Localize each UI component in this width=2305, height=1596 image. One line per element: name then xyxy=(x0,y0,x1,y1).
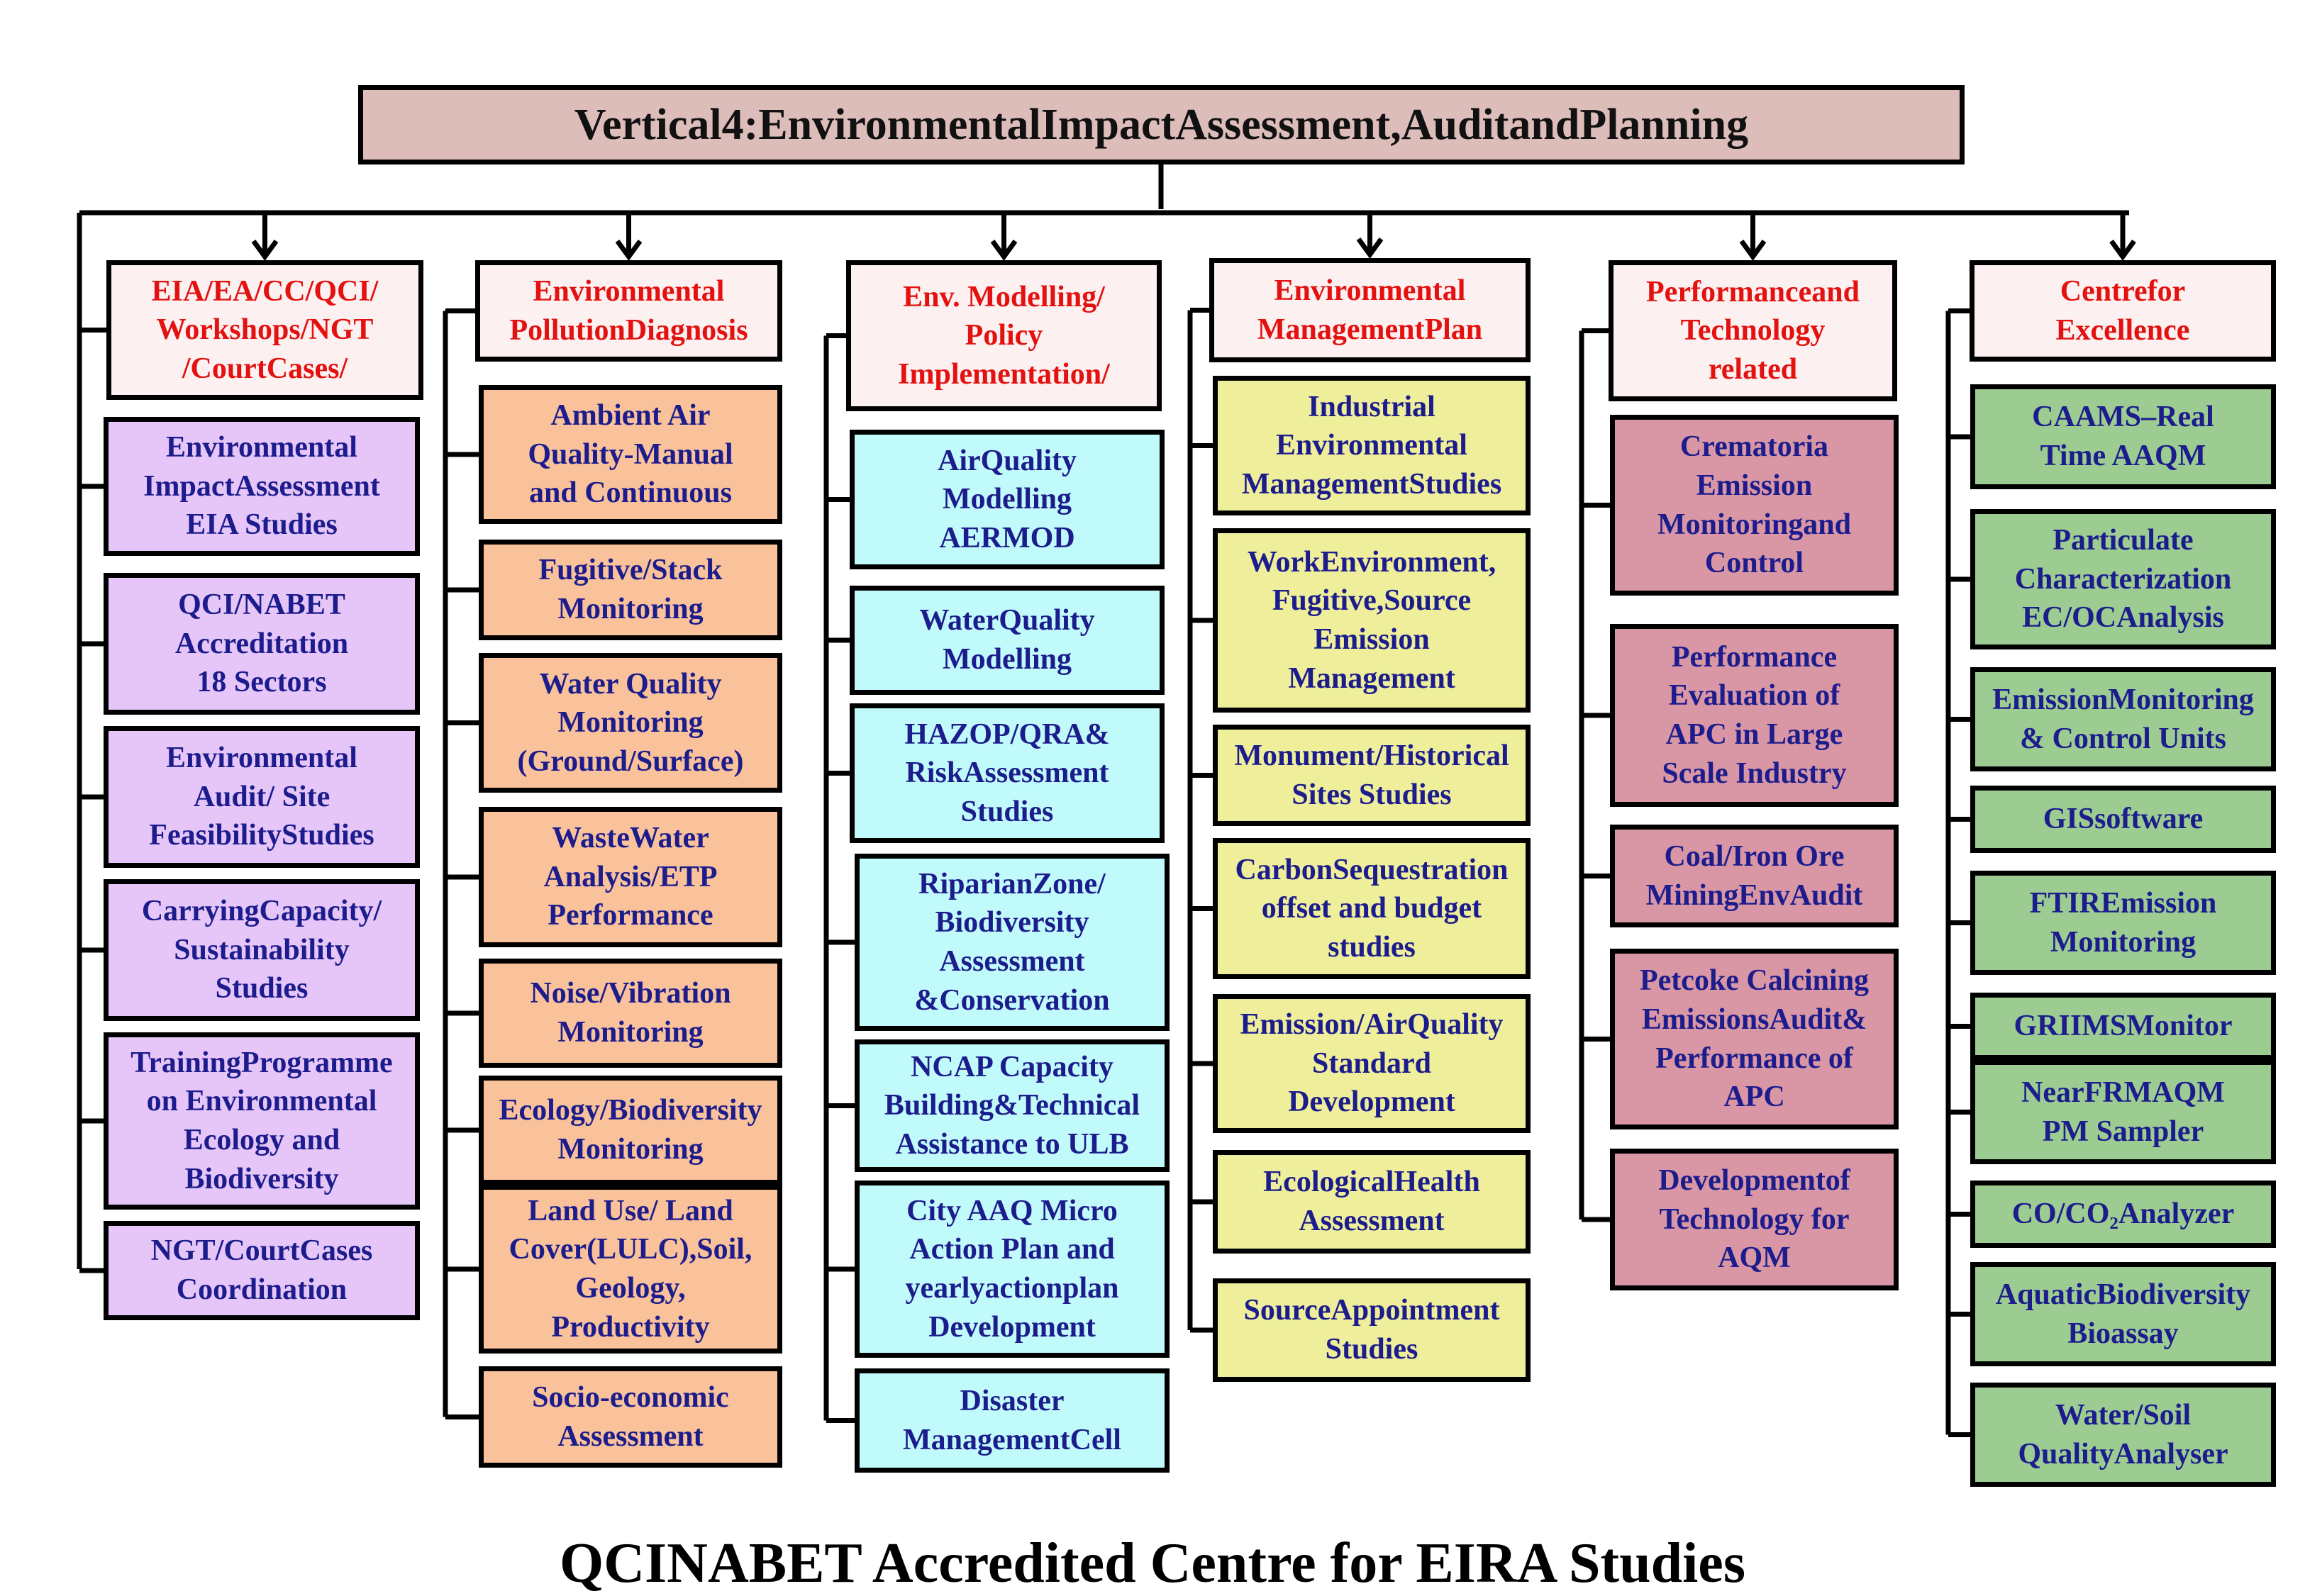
column-item: GISsoftware xyxy=(1970,786,2276,853)
column-item: Socio-economic Assessment xyxy=(479,1366,782,1468)
branch-arrow-icon xyxy=(615,239,643,261)
column-item: Petcoke Calcining EmissionsAudit& Perfor… xyxy=(1610,949,1899,1129)
branch-arrow-icon xyxy=(251,239,279,261)
column-item: CarbonSequestration offset and budget st… xyxy=(1213,838,1531,979)
column-header: Environmental ManagementPlan xyxy=(1209,258,1531,362)
column-item: TrainingProgramme on Environmental Ecolo… xyxy=(104,1032,420,1210)
column-item: NearFRMAQM PM Sampler xyxy=(1970,1060,2276,1164)
column-item: Ecology/Biodiversity Monitoring xyxy=(479,1076,782,1185)
footer-caption: QCINABET Accredited Centre for EIRA Stud… xyxy=(560,1532,1745,1595)
column-item: WorkEnvironment, Fugitive,Source Emissio… xyxy=(1213,528,1531,713)
column-item: FTIREmission Monitoring xyxy=(1970,871,2276,975)
column-item: SourceAppointment Studies xyxy=(1213,1278,1531,1382)
column-header: Environmental PollutionDiagnosis xyxy=(475,260,782,362)
column-item: HAZOP/QRA& RiskAssessment Studies xyxy=(850,703,1165,843)
column-item: Ambient Air Quality-Manual and Continuou… xyxy=(479,385,782,524)
column-item: EmissionMonitoring & Control Units xyxy=(1970,667,2276,771)
column-item: Disaster ManagementCell xyxy=(855,1368,1170,1473)
branch-arrow-icon xyxy=(1739,239,1767,261)
column-item: Emission/AirQuality Standard Development xyxy=(1213,994,1531,1133)
column-item: Noise/Vibration Monitoring xyxy=(479,959,782,1068)
column-item: RiparianZone/ Biodiversity Assessment &C… xyxy=(855,854,1170,1031)
column-item: AirQuality Modelling AERMOD xyxy=(850,430,1165,569)
column-item: GRIIMSMonitor xyxy=(1970,993,2276,1060)
column-item: Environmental ImpactAssessment EIA Studi… xyxy=(104,417,420,556)
column-item: Developmentof Technology for AQM xyxy=(1610,1149,1899,1290)
column-item: City AAQ Micro Action Plan and yearlyact… xyxy=(855,1181,1170,1358)
column-item: Coal/Iron Ore MiningEnvAudit xyxy=(1610,825,1899,927)
column-item: QCI/NABET Accreditation 18 Sectors xyxy=(104,573,420,715)
column-item: Industrial Environmental ManagementStudi… xyxy=(1213,376,1531,515)
column-item: Particulate Characterization EC/OCAnalys… xyxy=(1970,509,2276,649)
branch-arrow-icon xyxy=(990,239,1018,261)
column-item: CO/CO₂Analyzer xyxy=(1970,1181,2276,1248)
column-header: Env. Modelling/ Policy Implementation/ xyxy=(846,260,1162,411)
column-item: Performance Evaluation of APC in Large S… xyxy=(1610,624,1899,807)
column-item: Environmental Audit/ Site FeasibilityStu… xyxy=(104,726,420,868)
column-item: CarryingCapacity/ Sustainability Studies xyxy=(104,879,420,1021)
column-item: CAAMS–Real Time AAQM xyxy=(1970,384,2276,489)
column-item: Monument/Historical Sites Studies xyxy=(1213,725,1531,826)
column-item: Land Use/ Land Cover(LULC),Soil, Geology… xyxy=(479,1185,782,1354)
branch-arrow-icon xyxy=(1356,237,1384,259)
column-header: Performanceand Technology related xyxy=(1609,260,1897,401)
column-item: NGT/CourtCases Coordination xyxy=(104,1221,420,1320)
column-header: EIA/EA/CC/QCI/ Workshops/NGT /CourtCases… xyxy=(106,260,423,400)
column-item: AquaticBiodiversity Bioassay xyxy=(1970,1262,2276,1366)
diagram-title: Vertical4:EnvironmentalImpactAssessment,… xyxy=(358,85,1965,164)
column-item: Water Quality Monitoring (Ground/Surface… xyxy=(479,653,782,793)
column-item: Fugitive/Stack Monitoring xyxy=(479,540,782,640)
column-item: Water/Soil QualityAnalyser xyxy=(1970,1383,2276,1487)
column-item: EcologicalHealth Assessment xyxy=(1213,1150,1531,1254)
column-item: WasteWater Analysis/ETP Performance xyxy=(479,807,782,947)
column-item: NCAP Capacity Building&Technical Assista… xyxy=(855,1039,1170,1172)
column-header: Centrefor Excellence xyxy=(1970,260,2276,362)
branch-arrow-icon xyxy=(2109,239,2136,261)
column-item: WaterQuality Modelling xyxy=(850,586,1165,695)
column-item: Crematoria Emission Monitoringand Contro… xyxy=(1610,415,1899,596)
